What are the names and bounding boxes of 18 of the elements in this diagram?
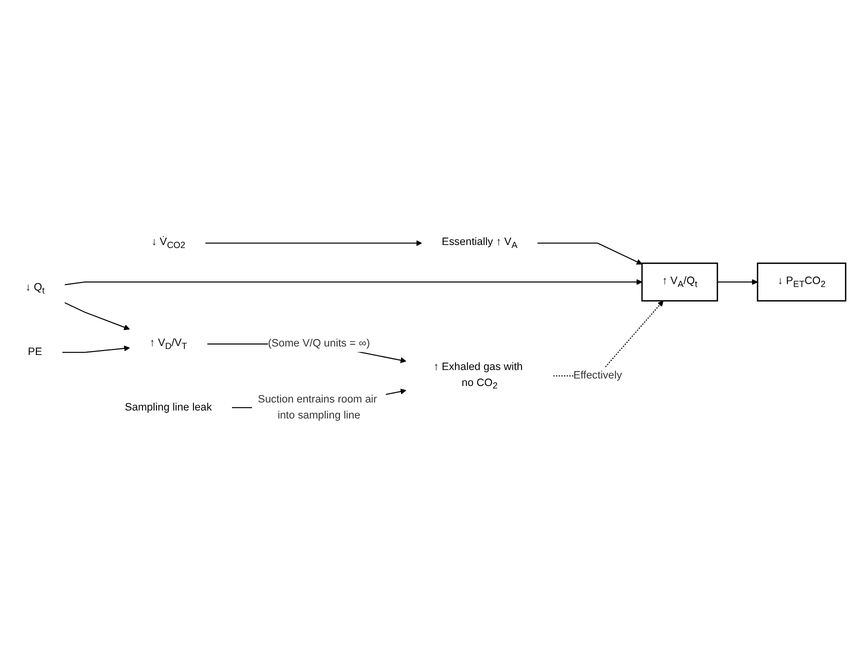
node-text: ↓ V̇$_{CO2}$	[151, 236, 186, 250]
node-box: ↑ V$_{A}$/Q$_{t}$	[641, 263, 718, 302]
node-text: Essentially ↑ V$_{A}$	[442, 236, 518, 250]
arrow	[64, 302, 130, 331]
edge-label: Suction entrains room air into sampling line	[258, 394, 377, 422]
edge-label: Effectively	[573, 370, 622, 382]
edge-label: (Some V/Q units = ∞)	[268, 338, 370, 350]
arrow	[205, 240, 422, 247]
node-box: ↓ P$_{ET}$CO$_{2}$	[756, 263, 846, 302]
node-text: Sampling line leak	[124, 402, 212, 414]
node-text: ↑ Exhaled gas with no CO$_{2}$	[433, 362, 523, 392]
node-text: PE	[28, 346, 42, 358]
arrow	[537, 243, 642, 266]
node-text: ↓ Q$_{t}$	[25, 282, 45, 296]
node-text: ↑ V$_{D}$/V$_{T}$	[150, 338, 188, 352]
arrow	[717, 280, 758, 286]
arrow	[64, 280, 642, 286]
arrow	[62, 346, 130, 354]
